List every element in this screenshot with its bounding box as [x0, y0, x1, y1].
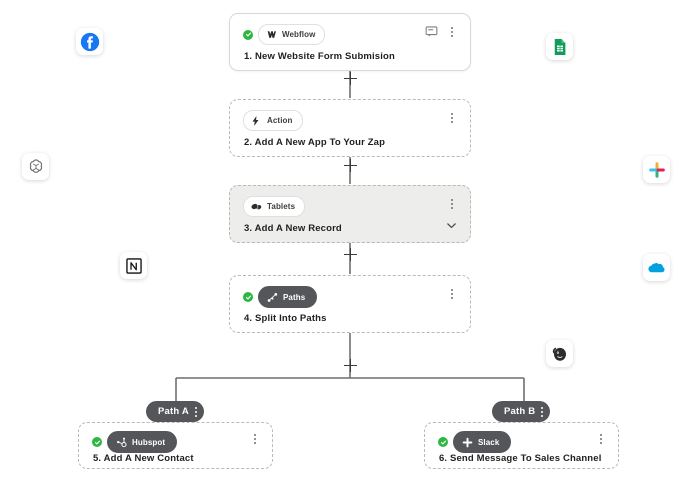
floating-app-salesforce[interactable] [643, 254, 670, 281]
salesforce-icon [648, 262, 665, 273]
step-card-1[interactable]: Webflow 1. New Website Form Submision [229, 13, 471, 71]
path-b-card-more-menu[interactable] [595, 431, 607, 447]
step-4-app-pill[interactable]: Paths [258, 286, 318, 308]
path-a-card-title: 5. Add A New Contact [93, 453, 194, 464]
path-b-app-name: Slack [478, 437, 500, 447]
facebook-icon [80, 32, 99, 51]
floating-app-mailchimp[interactable] [546, 340, 573, 367]
step-2-app-pill[interactable]: Action [243, 110, 303, 131]
paths-icon [267, 292, 278, 303]
path-a-pill[interactable]: Path A [146, 401, 204, 422]
step-1-app-pill[interactable]: Webflow [258, 24, 326, 45]
path-b-badge-row: Slack [438, 431, 512, 453]
step-2-title: 2. Add A New App To Your Zap [244, 137, 386, 148]
add-step-button-1[interactable] [344, 72, 357, 85]
step-4-badge-row: Paths [243, 286, 318, 308]
path-a-app-name: Hubspot [132, 437, 166, 447]
path-a-label: Path A [158, 406, 189, 417]
path-a-more-menu[interactable] [194, 406, 197, 417]
step-4-title: 4. Split Into Paths [244, 313, 327, 324]
floating-app-slack[interactable] [643, 156, 670, 183]
notion-icon [125, 257, 142, 274]
step-card-2[interactable]: Action 2. Add A New App To Your Zap [229, 99, 471, 157]
step-3-title: 3. Add A New Record [244, 223, 342, 234]
floating-app-facebook[interactable] [76, 28, 103, 55]
path-b-label: Path B [504, 406, 536, 417]
bolt-icon [251, 115, 262, 126]
slack-icon [648, 161, 665, 178]
check-circle-icon [243, 292, 253, 302]
step-1-title: 1. New Website Form Submision [244, 51, 395, 62]
floating-app-openai[interactable] [22, 153, 49, 180]
check-circle-icon [438, 437, 448, 447]
floating-app-google-sheets[interactable] [546, 33, 573, 60]
comment-icon[interactable] [425, 25, 438, 38]
mailchimp-icon [552, 347, 566, 361]
add-step-button-4[interactable] [344, 359, 357, 372]
check-circle-icon [243, 29, 253, 40]
step-3-app-name: Tablets [267, 202, 296, 211]
step-card-3[interactable]: Tablets 3. Add A New Record [229, 185, 471, 243]
add-step-button-2[interactable] [344, 159, 357, 172]
step-card-4[interactable]: Paths 4. Split Into Paths [229, 275, 471, 333]
chevron-down-icon[interactable] [445, 219, 458, 232]
step-3-badge-row: Tablets [243, 196, 306, 217]
check-circle-icon [92, 437, 102, 447]
step-2-more-menu[interactable] [446, 110, 458, 126]
step-1-app-name: Webflow [282, 30, 316, 39]
step-1-more-menu[interactable] [446, 24, 458, 40]
floating-app-notion[interactable] [120, 252, 147, 279]
google-sheets-icon [554, 38, 565, 55]
add-step-button-3[interactable] [344, 248, 357, 261]
step-2-badge-row: Action [243, 110, 303, 131]
webflow-icon [266, 29, 277, 40]
path-a-app-pill[interactable]: Hubspot [107, 431, 178, 453]
path-b-more-menu[interactable] [541, 406, 544, 417]
step-4-more-menu[interactable] [446, 286, 458, 302]
step-3-more-menu[interactable] [446, 196, 458, 212]
path-a-card[interactable]: Hubspot 5. Add A New Contact [78, 422, 273, 469]
slack-icon [462, 437, 473, 448]
openai-icon [29, 158, 42, 173]
step-4-app-name: Paths [283, 292, 306, 302]
path-b-app-pill[interactable]: Slack [453, 431, 512, 453]
tablets-icon [251, 201, 262, 212]
step-3-app-pill[interactable]: Tablets [243, 196, 306, 217]
step-1-badge-row: Webflow [243, 24, 326, 45]
path-a-card-more-menu[interactable] [249, 431, 261, 447]
path-b-card[interactable]: Slack 6. Send Message To Sales Channel [424, 422, 619, 469]
hubspot-icon [116, 437, 127, 448]
path-a-badge-row: Hubspot [92, 431, 178, 453]
step-2-app-name: Action [267, 116, 293, 125]
path-b-card-title: 6. Send Message To Sales Channel [439, 453, 602, 464]
path-b-pill[interactable]: Path B [492, 401, 551, 422]
